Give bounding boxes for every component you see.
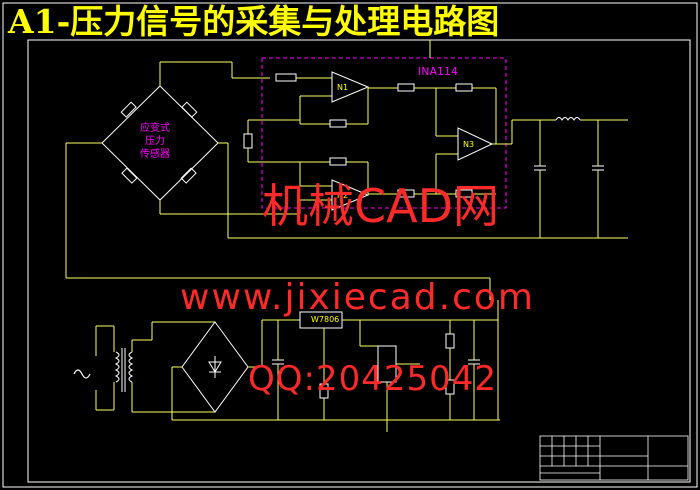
ina114-boundary [261,57,507,209]
sensor-label-line: 压力 [145,136,165,147]
watermark-line2: www.jixiecad.com [180,277,535,318]
sensor-label: 应变式 压力 传感器 [132,122,178,161]
opamp-n1-label: N1 [337,83,349,92]
power-supply [95,300,500,432]
regulator-label: W7806 [311,315,340,324]
watermark-line1: 机械CAD网 [262,179,500,233]
watermark-line3: QQ:20425042 [248,359,498,399]
opamp-n3-label: N3 [463,140,475,149]
ina-wiring [243,40,628,239]
opamp-n2 [331,179,370,211]
inner-frame [27,39,691,483]
ina114-label: INA114 [418,65,458,78]
strain-bridge [65,61,520,300]
title-block [539,435,689,481]
drawing-title: A1-压力信号的采集与处理电路图 [8,2,500,41]
opamp-n3 [457,127,494,161]
opamp-n1 [331,71,370,103]
opamp-n2-label: N2 [337,191,349,200]
sensor-label-line: 传感器 [140,149,170,160]
sensor-label-line: 应变式 [140,123,170,134]
ac-source-icon [73,369,91,379]
